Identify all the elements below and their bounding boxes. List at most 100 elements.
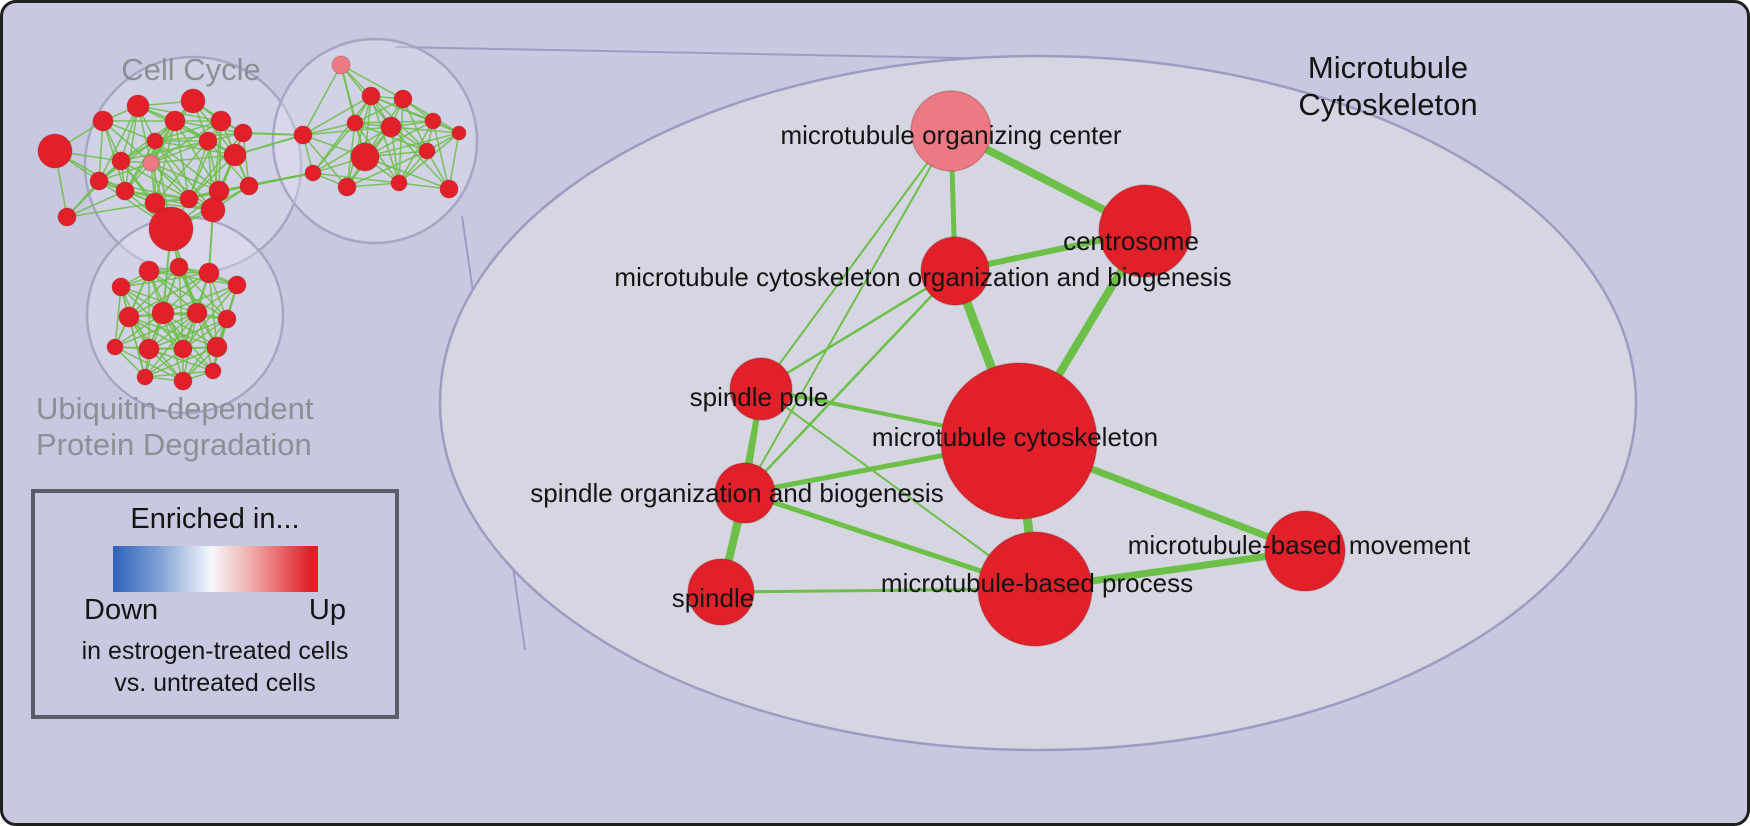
edge (148, 270, 238, 286)
overview-node[interactable] (106, 338, 124, 356)
node-label-mco: microtubule cytoskeleton organization an… (614, 262, 1231, 292)
overview-node[interactable] (144, 192, 166, 214)
overview-node[interactable] (393, 89, 413, 109)
edge (312, 95, 372, 174)
edge (242, 132, 304, 136)
overview-node[interactable] (206, 336, 228, 358)
overview-node[interactable] (37, 133, 73, 169)
edge (302, 134, 348, 188)
legend-gradient-bar (112, 546, 318, 592)
overview-node[interactable] (115, 181, 135, 201)
node-centrosome[interactable] (1098, 184, 1192, 278)
overview-node[interactable] (361, 86, 381, 106)
overview-node[interactable] (180, 88, 206, 114)
overview-node[interactable] (217, 309, 237, 329)
edge (154, 140, 209, 204)
node-mco[interactable] (920, 236, 990, 306)
overview-node[interactable] (346, 114, 364, 132)
edge (182, 318, 228, 382)
overview-node[interactable] (198, 262, 220, 284)
edge (760, 130, 952, 390)
magnifier-line (395, 46, 1012, 60)
overview-node[interactable] (304, 164, 322, 182)
edge (150, 100, 194, 164)
edge (114, 312, 198, 348)
edge (312, 172, 400, 184)
overview-node[interactable] (148, 206, 194, 252)
overview-node[interactable] (179, 189, 199, 209)
overview-node[interactable] (227, 275, 247, 295)
overview-node[interactable] (390, 174, 408, 192)
edge (340, 64, 404, 100)
overview-node[interactable] (293, 125, 313, 145)
overview-node[interactable] (186, 302, 208, 324)
overview-node[interactable] (164, 110, 186, 132)
overview-node[interactable] (424, 112, 442, 130)
edge (744, 130, 952, 494)
edge (150, 162, 220, 192)
edge (302, 95, 372, 136)
edge (174, 120, 244, 134)
node-sob[interactable] (714, 462, 776, 524)
node-spindle-pole[interactable] (729, 357, 793, 421)
edge (148, 270, 228, 320)
overview-node[interactable] (89, 171, 109, 191)
overview-node[interactable] (111, 151, 131, 171)
edge (162, 284, 238, 314)
ubiquitin-cluster-label: Ubiquitin-dependent Protein Degradation (36, 391, 314, 463)
node-mc[interactable] (940, 362, 1098, 520)
edge (128, 272, 210, 318)
edge (312, 126, 392, 174)
overview-node[interactable] (136, 368, 154, 386)
edge (390, 126, 460, 134)
overview-node[interactable] (169, 257, 189, 277)
legend-up-label: Up (308, 594, 346, 626)
overview-node[interactable] (118, 306, 140, 328)
overview-node[interactable] (111, 277, 131, 297)
edge (154, 140, 236, 156)
overview-node[interactable] (418, 142, 436, 160)
overview-node[interactable] (233, 123, 253, 143)
overview-node[interactable] (138, 260, 160, 282)
overview-node[interactable] (380, 116, 402, 138)
overview-node[interactable] (198, 131, 218, 151)
legend-down-label: Down (84, 594, 159, 626)
edge (148, 318, 228, 350)
overview-node[interactable] (173, 371, 193, 391)
legend-subtitle: in estrogen-treated cells vs. untreated … (35, 635, 395, 699)
edge (148, 348, 214, 372)
overview-node[interactable] (439, 179, 459, 199)
overview-node[interactable] (57, 207, 77, 227)
overview-node[interactable] (350, 142, 380, 172)
microtubule-cluster-label: Microtubule Cytoskeleton (1273, 49, 1503, 123)
overview-node[interactable] (210, 110, 232, 132)
edge (66, 202, 156, 218)
node-mbp[interactable] (977, 531, 1093, 647)
edge (188, 120, 222, 200)
overview-node[interactable] (173, 339, 193, 359)
overview-node[interactable] (151, 301, 175, 325)
node-spindle[interactable] (687, 558, 755, 626)
overview-node[interactable] (223, 143, 247, 167)
overview-node[interactable] (451, 125, 467, 141)
overview-node[interactable] (92, 110, 114, 132)
edge (98, 120, 104, 182)
edge (66, 190, 126, 218)
overview-node[interactable] (337, 177, 357, 197)
overview-node[interactable] (239, 176, 259, 196)
overview-node[interactable] (331, 55, 351, 75)
edge (302, 64, 342, 136)
overview-node[interactable] (126, 94, 150, 118)
edge (196, 312, 214, 372)
node-mbm[interactable] (1264, 510, 1346, 592)
overview-node[interactable] (138, 338, 160, 360)
node-moc[interactable] (910, 90, 992, 172)
edge (759, 269, 957, 391)
overview-node[interactable] (146, 132, 164, 150)
overview-node[interactable] (200, 197, 226, 223)
overview-node[interactable] (204, 362, 222, 380)
overview-node[interactable] (142, 154, 160, 172)
edge (114, 286, 122, 348)
edge (150, 120, 222, 164)
edge (150, 140, 209, 164)
